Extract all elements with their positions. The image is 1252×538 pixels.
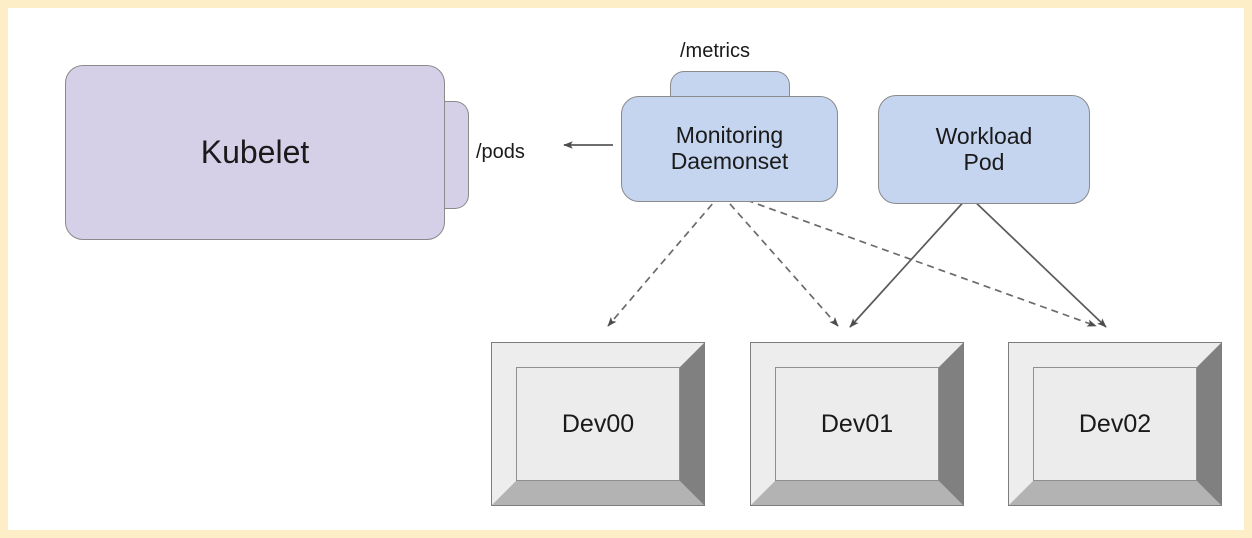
- dev02-inner-border: [1033, 367, 1197, 481]
- dev00-bevel: [491, 342, 705, 506]
- dev01-bevel: [750, 342, 964, 506]
- node-dev01-label: Dev01: [820, 409, 894, 438]
- node-dev00-label: Dev00: [561, 409, 635, 438]
- edge-workload-to-dev01: [849, 196, 969, 328]
- label-metrics-endpoint: /metrics: [680, 40, 750, 62]
- edge-workload-to-dev02: [969, 196, 1107, 328]
- node-dev01[interactable]: Dev01: [750, 342, 964, 506]
- edge-monitoring-to-dev01: [721, 194, 839, 327]
- node-dev02-label: Dev02: [1078, 409, 1152, 438]
- node-monitoring-daemonset-label-line2: Daemonset: [670, 148, 789, 174]
- edge-monitoring-to-dev02: [723, 191, 1097, 327]
- edge-monitoring-to-dev00: [607, 194, 721, 327]
- label-pods-endpoint: /pods: [476, 141, 525, 163]
- node-kubelet[interactable]: Kubelet: [65, 65, 445, 240]
- node-monitoring-daemonset-label-line1: Monitoring: [675, 122, 784, 149]
- dev01-inner-border: [775, 367, 939, 481]
- node-workload-pod-label-line1: Workload: [935, 122, 1033, 149]
- node-monitoring-daemonset[interactable]: Monitoring Daemonset: [621, 96, 838, 202]
- node-workload-pod[interactable]: Workload Pod: [878, 95, 1090, 204]
- node-dev02[interactable]: Dev02: [1008, 342, 1222, 506]
- node-workload-pod-label-line2: Pod: [963, 148, 1005, 175]
- node-kubelet-label: Kubelet: [200, 133, 310, 170]
- node-dev00[interactable]: Dev00: [491, 342, 705, 506]
- dev00-inner-border: [516, 367, 680, 481]
- dev02-bevel: [1008, 342, 1222, 506]
- diagram-canvas: Kubelet /pods /metrics Monitoring Daemon…: [8, 8, 1244, 530]
